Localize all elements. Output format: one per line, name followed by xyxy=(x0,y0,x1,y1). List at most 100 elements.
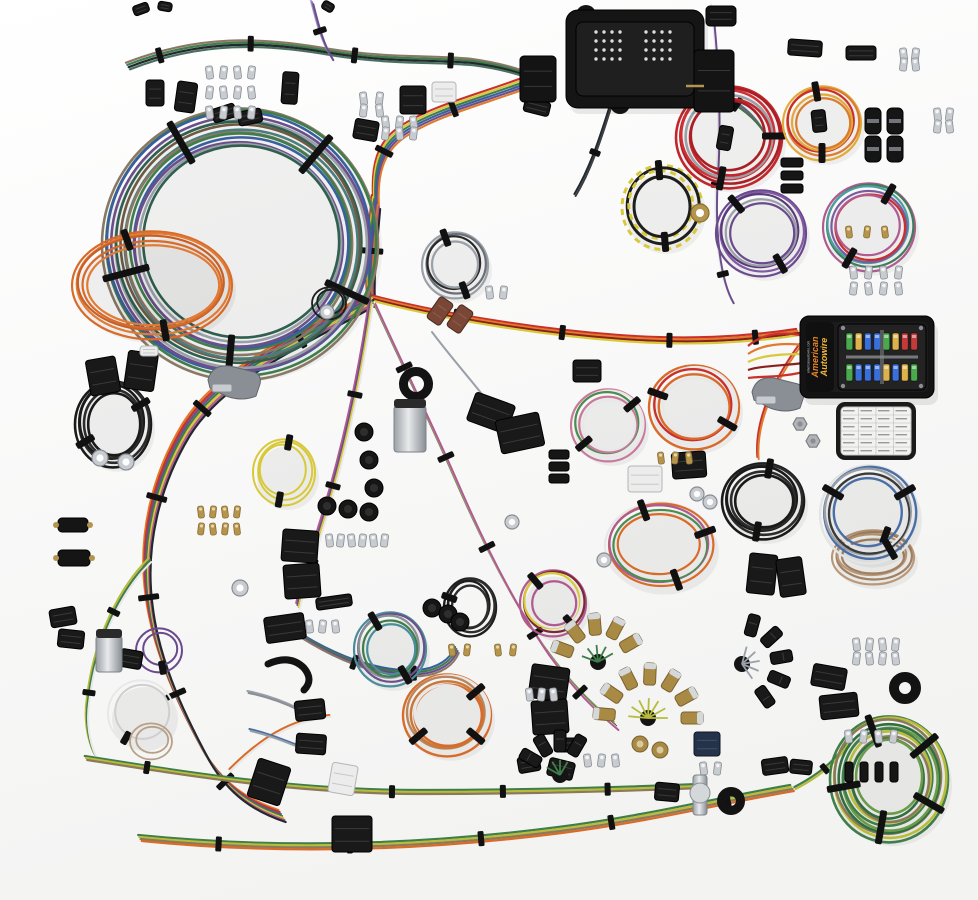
cable-tie xyxy=(367,611,383,631)
flasher-can xyxy=(689,774,711,816)
harness-bottom-upper xyxy=(83,754,703,799)
cable-tie xyxy=(408,727,428,745)
bulkhead-connector xyxy=(519,5,737,114)
wire-green-bottomright-tail xyxy=(793,739,850,791)
crimp-terminal xyxy=(844,729,853,744)
sleeve xyxy=(859,761,869,783)
sleeve xyxy=(548,473,570,484)
connector-plug xyxy=(280,528,320,564)
crimp-terminal xyxy=(233,105,242,120)
crimp-terminal xyxy=(375,91,384,106)
crimp-terminal xyxy=(713,761,722,776)
connector-plug xyxy=(327,761,359,797)
connector-plug xyxy=(263,612,307,644)
connector-plug xyxy=(845,45,877,61)
crimp-terminal xyxy=(852,651,861,666)
brass-terminal xyxy=(221,505,229,519)
wire-hook xyxy=(264,656,313,694)
coil-tan-loop-bottomleft xyxy=(129,722,173,761)
crimp-terminal xyxy=(369,533,378,548)
crimp-terminal xyxy=(874,729,883,744)
connector-plug xyxy=(352,118,380,142)
crimp-terminal xyxy=(889,729,898,744)
coil-orange-white-bottom xyxy=(401,673,495,761)
connector-plug xyxy=(530,698,570,736)
crimp-terminal xyxy=(894,281,903,296)
coil-orange-left xyxy=(70,228,236,344)
connector-plug xyxy=(132,1,150,17)
cable-tie xyxy=(274,491,284,508)
connector-plug xyxy=(789,758,813,776)
connector-plug xyxy=(173,80,199,114)
cable-tie xyxy=(298,134,334,174)
connector-plug xyxy=(295,732,327,756)
cable-tie xyxy=(654,160,664,181)
connector-plug xyxy=(527,663,571,703)
brass-terminal xyxy=(233,505,241,519)
light-socket xyxy=(643,662,657,686)
cable-tie xyxy=(146,492,168,503)
coil-green-bottomright xyxy=(826,714,952,847)
plug-socket xyxy=(766,669,791,689)
plug-socket xyxy=(769,649,794,665)
cable-tie xyxy=(120,228,134,251)
cable-tie xyxy=(155,47,165,64)
brass-terminal xyxy=(209,505,217,519)
brand-line-1: American xyxy=(810,336,820,379)
connector-plug xyxy=(315,593,353,611)
plug-socket xyxy=(743,613,761,638)
brass-terminal xyxy=(221,522,229,536)
crimp-terminal xyxy=(878,651,887,666)
light-socket xyxy=(599,682,624,704)
crimp-terminal xyxy=(247,65,256,80)
connector-plug xyxy=(293,698,327,722)
cable-tie xyxy=(477,831,485,847)
cable-tie xyxy=(159,319,170,342)
grommets xyxy=(399,367,921,815)
socket-fan-center xyxy=(592,662,704,726)
crimp-terminal xyxy=(395,126,404,141)
cable-tie xyxy=(347,390,363,399)
cable-tie xyxy=(589,148,601,157)
cable-tie xyxy=(374,144,394,158)
sleeve xyxy=(780,183,804,194)
cable-tie xyxy=(913,792,945,814)
brand-site: americanautowire.com xyxy=(807,341,811,373)
crimp-terminal xyxy=(879,265,888,280)
brass-terminal xyxy=(509,643,517,657)
terminal-clusters xyxy=(197,47,954,776)
connector-plug xyxy=(145,79,165,107)
crimp-terminal xyxy=(891,651,900,666)
cable-tie xyxy=(324,279,370,305)
crimp-terminal xyxy=(205,65,214,80)
cable-tie xyxy=(284,434,294,451)
socket-fans xyxy=(518,612,794,783)
cable-tie xyxy=(166,120,196,165)
bulkhead-left-plug xyxy=(519,55,557,103)
cable-tie xyxy=(623,396,641,413)
connector-plug xyxy=(654,781,680,803)
cable-tie xyxy=(694,525,717,539)
crimp-terminal xyxy=(233,85,242,100)
cable-tie xyxy=(466,683,486,701)
light-socket xyxy=(674,686,699,707)
cable-tie xyxy=(215,836,222,852)
cable-tie xyxy=(607,814,616,831)
sleeve xyxy=(780,157,804,168)
cable-tie xyxy=(447,52,454,69)
cable-tie xyxy=(466,727,486,745)
panel-screw xyxy=(918,325,924,331)
cable-tie xyxy=(439,228,452,247)
coil-multi-right xyxy=(821,182,919,276)
harness-bottom-lower xyxy=(137,783,795,854)
plug-socket xyxy=(566,733,588,758)
chrome-canister xyxy=(95,629,123,673)
crimp-terminal xyxy=(865,651,874,666)
cable-tie xyxy=(717,416,738,432)
cable-tie xyxy=(395,361,413,374)
plug-socket xyxy=(532,733,554,758)
plug-fan-right xyxy=(734,613,794,709)
rubber-grommet xyxy=(399,367,433,401)
wire-gray-pigtail-2 xyxy=(248,728,300,748)
